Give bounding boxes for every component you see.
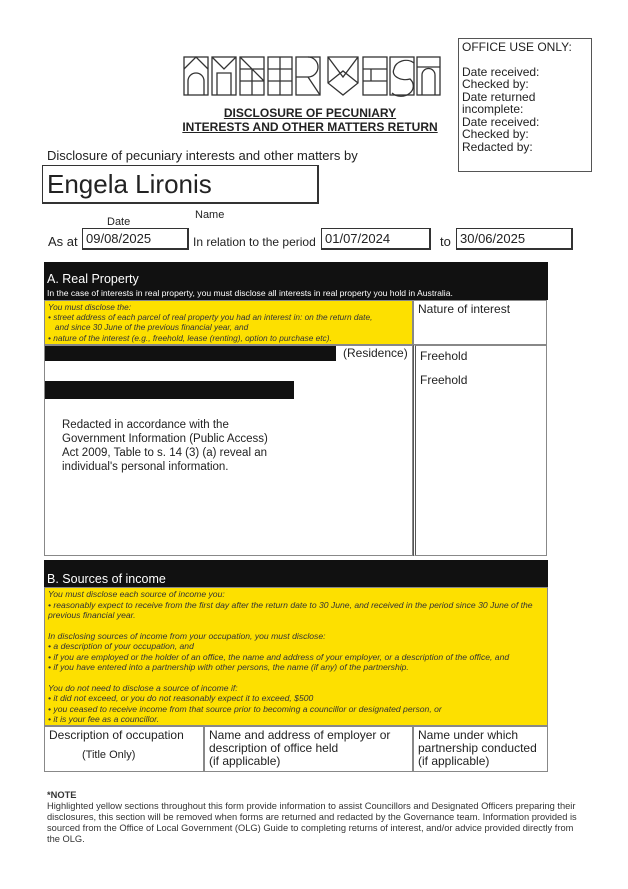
as-at-label: As at bbox=[48, 234, 78, 249]
section-a-header: A. Real Property In the case of interest… bbox=[44, 262, 548, 300]
address-cell[interactable]: (Residence) Redacted in accordance with … bbox=[44, 345, 413, 556]
col-sublabel: (if applicable) bbox=[418, 754, 490, 768]
guide-line: and since 30 June of the previous financ… bbox=[48, 322, 249, 333]
section-a-guidance: You must disclose the: • street address … bbox=[44, 300, 413, 345]
office-line: Checked by: bbox=[462, 77, 529, 91]
col-sublabel: (Title Only) bbox=[82, 749, 136, 761]
office-line: Checked by: bbox=[462, 127, 529, 141]
guide-line: You must disclose the: bbox=[48, 302, 132, 312]
note-text: Highlighted yellow sections throughout t… bbox=[47, 801, 577, 844]
section-a-title: A. Real Property bbox=[47, 272, 139, 286]
office-heading: OFFICE USE ONLY: bbox=[462, 40, 572, 54]
guide-line: • reasonably expect to receive from the … bbox=[48, 599, 533, 621]
period-label: In relation to the period bbox=[193, 235, 316, 249]
form-title: DISCLOSURE OF PECUNIARY INTERESTS AND OT… bbox=[160, 106, 460, 134]
col-label: Name under which partnership conducted bbox=[418, 728, 537, 755]
section-a-subtitle: In the case of interests in real propert… bbox=[47, 288, 453, 298]
occupation-column-header: Description of occupation (Title Only) bbox=[44, 726, 204, 772]
guide-line: • if you have entered into a partnership… bbox=[48, 662, 409, 672]
title-line: DISCLOSURE OF PECUNIARY bbox=[223, 106, 397, 120]
guide-line: You must disclose each source of income … bbox=[48, 589, 225, 599]
employer-column-header: Name and address of employer or descript… bbox=[204, 726, 413, 772]
period-to-field[interactable]: 30/06/2025 bbox=[456, 228, 573, 250]
nature-value: Freehold bbox=[420, 349, 468, 363]
nature-value: Freehold bbox=[420, 373, 468, 387]
partnership-column-header: Name under which partnership conducted (… bbox=[413, 726, 548, 772]
spacer bbox=[48, 673, 544, 683]
office-line: incomplete: bbox=[462, 102, 524, 116]
nature-of-interest-header: Nature of interest bbox=[413, 300, 547, 345]
note-section: *NOTE Highlighted yellow sections throug… bbox=[47, 790, 577, 845]
office-line: Redacted by: bbox=[462, 139, 533, 154]
note-line: Government Information (Public Access) bbox=[62, 433, 268, 445]
redaction-block bbox=[45, 381, 294, 399]
note-heading: *NOTE bbox=[47, 790, 77, 800]
office-line: Date received: bbox=[462, 64, 540, 79]
guide-line: • a description of your occupation, and bbox=[48, 641, 194, 651]
residence-label: (Residence) bbox=[343, 346, 408, 360]
intro-text: Disclosure of pecuniary interests and ot… bbox=[47, 148, 358, 163]
name-label: Name bbox=[195, 209, 225, 221]
guide-line: You do not need to disclose a source of … bbox=[48, 682, 238, 693]
office-use-box: OFFICE USE ONLY: Date received: Checked … bbox=[458, 38, 592, 172]
col-label: Description of occupation bbox=[49, 728, 184, 742]
period-from-field[interactable]: 01/07/2024 bbox=[321, 228, 431, 250]
date-label: Date bbox=[107, 216, 131, 228]
redaction-block bbox=[45, 346, 336, 361]
col-label: Name and address of employer or descript… bbox=[209, 728, 391, 755]
note-line: Redacted in accordance with the bbox=[62, 419, 229, 431]
guide-line: • it is your fee as a councillor. bbox=[48, 714, 160, 724]
guide-line: In disclosing sources of income from you… bbox=[48, 630, 326, 641]
title-line: INTERESTS AND OTHER MATTERS RETURN bbox=[182, 120, 438, 134]
to-label: to bbox=[440, 234, 451, 249]
guide-line: • street address of each parcel of real … bbox=[48, 312, 373, 323]
section-b-guidance: You must disclose each source of income … bbox=[44, 587, 548, 726]
guide-line: • nature of the interest (e.g., freehold… bbox=[48, 332, 332, 343]
note-line: individual's personal information. bbox=[62, 461, 229, 473]
col-sublabel: (if applicable) bbox=[209, 754, 281, 768]
spacer bbox=[48, 621, 544, 631]
office-line: Date received: bbox=[462, 114, 540, 129]
as-at-date-field[interactable]: 09/08/2025 bbox=[82, 228, 189, 250]
office-line: Date returned bbox=[462, 89, 536, 104]
note-line: Act 2009, Table to s. 14 (3) (a) reveal … bbox=[62, 447, 267, 459]
guide-line: • if you are employed or the holder of a… bbox=[48, 651, 510, 662]
nature-cell[interactable]: Freehold Freehold bbox=[413, 345, 547, 556]
guide-line: • you ceased to receive income from that… bbox=[48, 703, 442, 714]
name-field[interactable]: Engela Lironis bbox=[42, 165, 319, 204]
guide-line: • it did not exceed, or you do not reaso… bbox=[48, 693, 314, 703]
inner-west-logo bbox=[183, 55, 441, 102]
section-b-header: B. Sources of income bbox=[44, 560, 548, 587]
redaction-note: Redacted in accordance with the Governme… bbox=[62, 418, 268, 474]
